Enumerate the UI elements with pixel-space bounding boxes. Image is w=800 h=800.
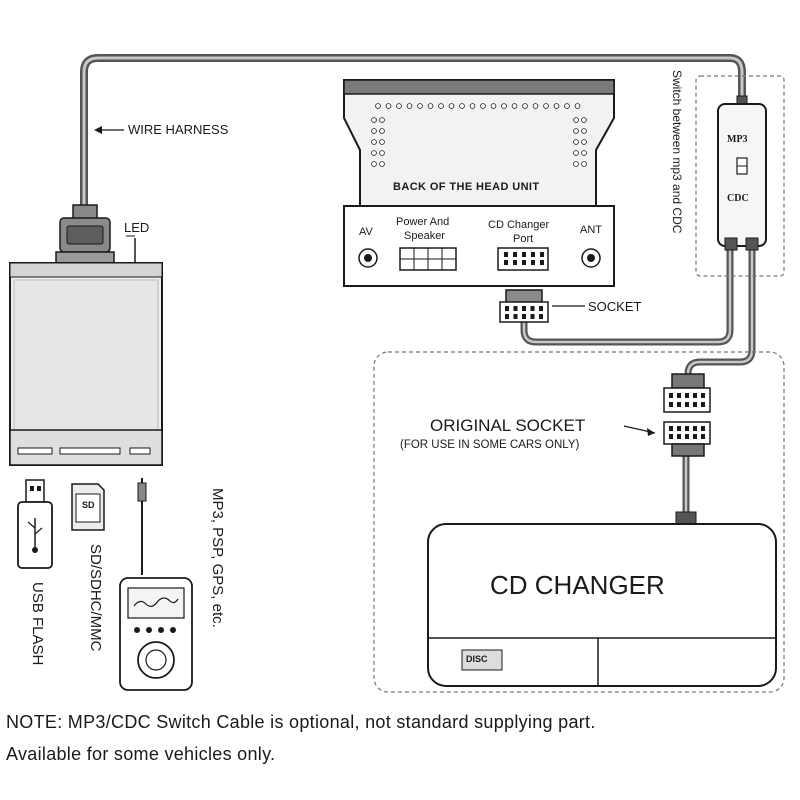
av-label: AV	[359, 226, 373, 238]
sd-sdhc-mmc-label: SD/SDHC/MMC	[87, 544, 104, 652]
power-speaker-label-2: Speaker	[404, 230, 445, 242]
sd-card-icon	[71, 483, 105, 531]
note-line-2: Available for some vehicles only.	[6, 744, 276, 764]
note-line-1: NOTE: MP3/CDC Switch Cable is optional, …	[6, 712, 596, 732]
switch-mp3-label: MP3	[727, 134, 748, 145]
head-unit-vents	[371, 103, 587, 167]
disc-label: DISC	[466, 654, 488, 664]
cd-changer-port-label-2: Port	[513, 233, 534, 245]
players-label: MP3, PSP, GPS, etc.	[209, 488, 226, 628]
original-socket-cable	[684, 241, 756, 384]
original-socket	[663, 373, 711, 457]
sd-card-label: SD	[82, 500, 95, 510]
cd-changer-port	[497, 247, 549, 271]
socket-label: SOCKET	[588, 299, 642, 314]
usb-icon	[17, 479, 53, 569]
cables	[80, 54, 756, 519]
switch-dashed-box	[695, 75, 785, 277]
led-label: LED	[124, 220, 150, 235]
usb-flash-label: USB FLASH	[29, 582, 46, 666]
mp3-cdc-switch	[717, 95, 767, 251]
interface-device	[9, 204, 163, 466]
original-socket-label: ORIGINAL SOCKET	[430, 416, 586, 435]
cd-changer-port-label-1: CD Changer	[488, 219, 550, 231]
mp3-player-icon	[119, 478, 193, 691]
switch-note-label: Switch between mp3 and CDC	[670, 70, 684, 234]
ant-label: ANT	[580, 224, 602, 236]
cd-changer-dashed-area	[373, 351, 785, 693]
back-of-head-unit-label: BACK OF THE HEAD UNIT	[393, 181, 540, 193]
original-socket-note: (FOR USE IN SOME CARS ONLY)	[400, 439, 580, 451]
power-speaker-label-1: Power And	[396, 216, 450, 228]
wire-harness-label: WIRE HARNESS	[128, 122, 229, 137]
socket-connector	[499, 289, 549, 323]
switch-cdc-label: CDC	[727, 193, 749, 204]
cd-changer-unit	[427, 511, 777, 687]
head-unit	[343, 79, 615, 287]
cd-changer-label: CD CHANGER	[490, 570, 665, 600]
